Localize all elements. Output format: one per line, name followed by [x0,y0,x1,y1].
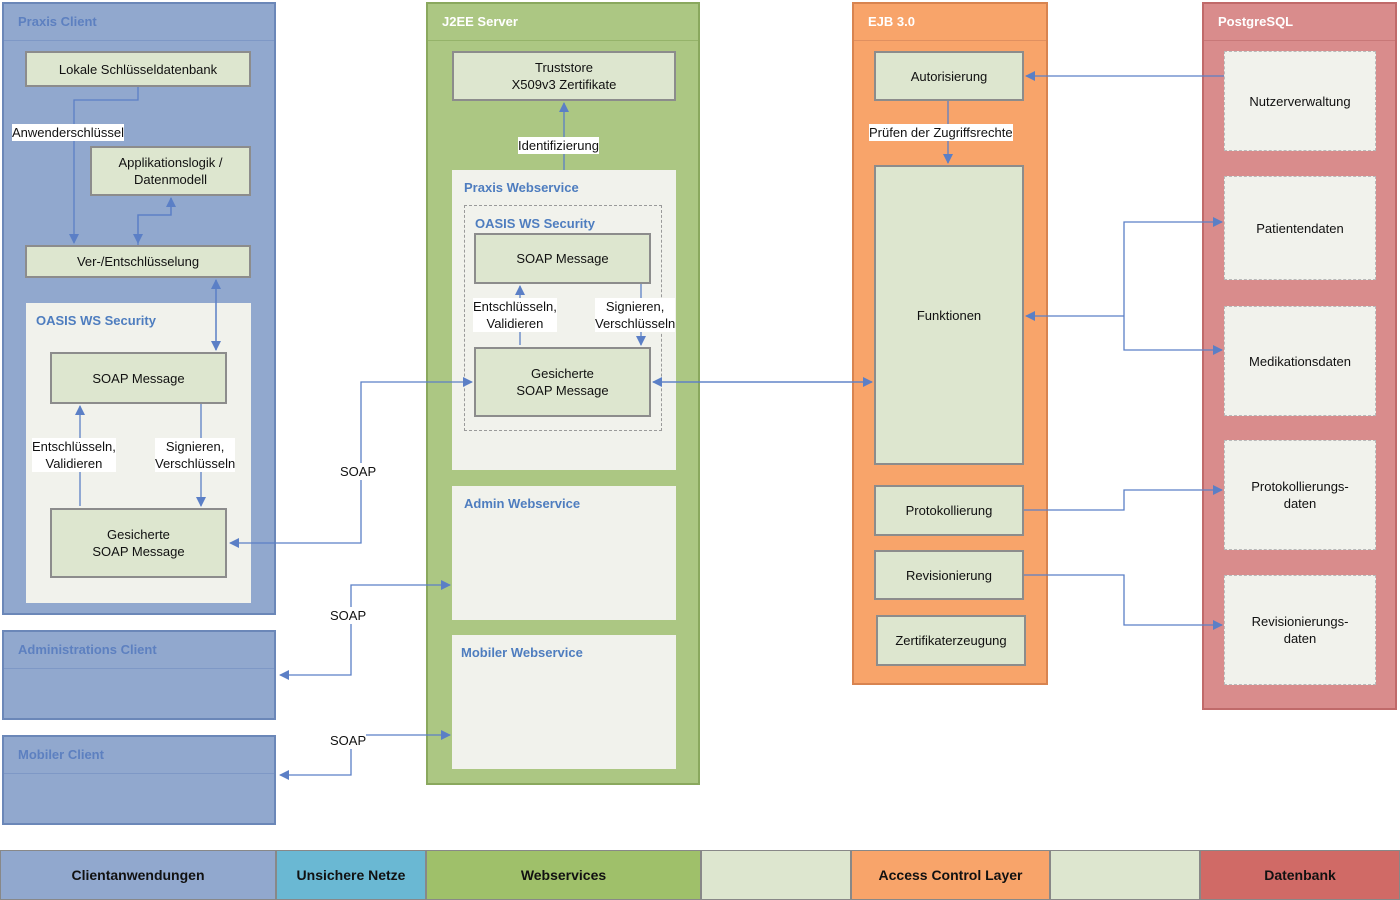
autorisierung-box: Autorisierung [874,51,1024,101]
administrations-client-title: Administrations Client [18,642,157,657]
mobiler-client-title: Mobiler Client [18,747,104,762]
arrow-soap-admin-in [350,580,451,615]
protokollierung-box: Protokollierung [874,485,1024,536]
protokollierungsdaten-label: Protokollierungs- daten [1251,479,1349,511]
protokollierungsdaten-box: Protokollierungs- daten [1224,440,1376,550]
praxis-client-soap-message-box: SOAP Message [50,352,227,404]
mobiler-client-panel: Mobiler Client [2,735,276,825]
revisionierungsdaten-box: Revisionierungs- daten [1224,575,1376,685]
arrow-soap-admin-out [279,615,352,680]
soap-label-admin: SOAP [330,607,367,624]
praxis-client-gesicherte-soap-box: Gesicherte SOAP Message [50,508,227,578]
pruefen-zugriffsrechte-label: Prüfen der Zugriffsrechte [869,124,1013,141]
praxis-client-oasis-title: OASIS WS Security [36,313,156,328]
administrations-client-panel: Administrations Client [2,630,276,720]
patientendaten-box: Patientendaten [1224,176,1376,280]
arrow-protokoll-to-db [1024,485,1223,511]
funktionen-box: Funktionen [874,165,1024,465]
arrow-funktionen-to-medikation [1123,316,1223,355]
j2ee-server-title: J2EE Server [442,14,518,29]
arrow-revision-to-db [1024,574,1223,630]
arrow-soap-mobil-out [279,740,352,780]
praxis-ws-gesicherte-soap-box: Gesicherte SOAP Message [474,347,651,417]
admin-webservice-title: Admin Webservice [464,496,581,511]
medikationsdaten-label: Medikationsdaten [1249,353,1351,369]
nutzerverwaltung-label: Nutzerverwaltung [1249,93,1351,109]
praxis-ws-soap-message-box: SOAP Message [474,233,651,284]
praxis-client-title: Praxis Client [18,14,97,29]
arrow-soap-praxis-in [360,377,473,471]
revisionierung-box: Revisionierung [874,550,1024,600]
arrow-db-to-verentschl [69,87,139,244]
legend-unsichere-netze: Unsichere Netze [276,850,426,900]
nutzerverwaltung-box: Nutzerverwaltung [1224,51,1376,151]
mobiler-webservice-zone: Mobiler Webservice [452,635,676,769]
identifizierung-label: Identifizierung [518,137,599,154]
mobiler-webservice-title: Mobiler Webservice [461,645,583,660]
medikationsdaten-box: Medikationsdaten [1224,306,1376,416]
praxis-webservice-title: Praxis Webservice [464,180,579,195]
anwenderschluessel-label: Anwenderschlüssel [12,124,125,141]
arrow-applogik-to-verentschl [133,198,172,244]
praxis-ws-entschluesseln-label: Entschlüsseln, Validieren [473,298,557,332]
legend-spacer-2 [1050,850,1200,900]
patientendaten-label: Patientendaten [1256,220,1344,236]
zertifikaterzeugung-box: Zertifikaterzeugung [876,615,1026,666]
legend-access-control-layer: Access Control Layer [851,850,1050,900]
lokale-schluesseldatenbank-box: Lokale Schlüsseldatenbank [25,51,251,87]
praxis-client-signieren-label: Signieren, Verschlüsseln [155,438,236,472]
postgresql-title: PostgreSQL [1218,14,1294,29]
legend-spacer-1 [701,850,851,900]
ver-entschluesselung-box: Ver-/Entschlüsselung [25,245,251,278]
applikationslogik-box: Applikationslogik / Datenmodell [90,146,251,196]
revisionierungsdaten-label: Revisionierungs- daten [1251,614,1349,646]
arrow-funktionen-to-patienten [1123,217,1223,316]
legend-webservices: Webservices [426,850,701,900]
ejb-title: EJB 3.0 [868,14,915,29]
legend-datenbank: Datenbank [1200,850,1400,900]
admin-webservice-zone: Admin Webservice [452,486,676,620]
soap-label-mobil: SOAP [330,732,367,749]
arrow-soap-praxis-out [229,471,362,548]
legend-clientanwendungen: Clientanwendungen [0,850,276,900]
truststore-box: Truststore X509v3 Zertifikate [452,51,676,101]
soap-label-praxis: SOAP [340,463,377,480]
arrow-verentschl-to-applogik [137,197,176,245]
praxis-client-entschluesseln-label: Entschlüsseln, Validieren [32,438,116,472]
praxis-ws-oasis-title: OASIS WS Security [475,216,595,231]
praxis-ws-signieren-label: Signieren, Verschlüsseln [595,298,676,332]
